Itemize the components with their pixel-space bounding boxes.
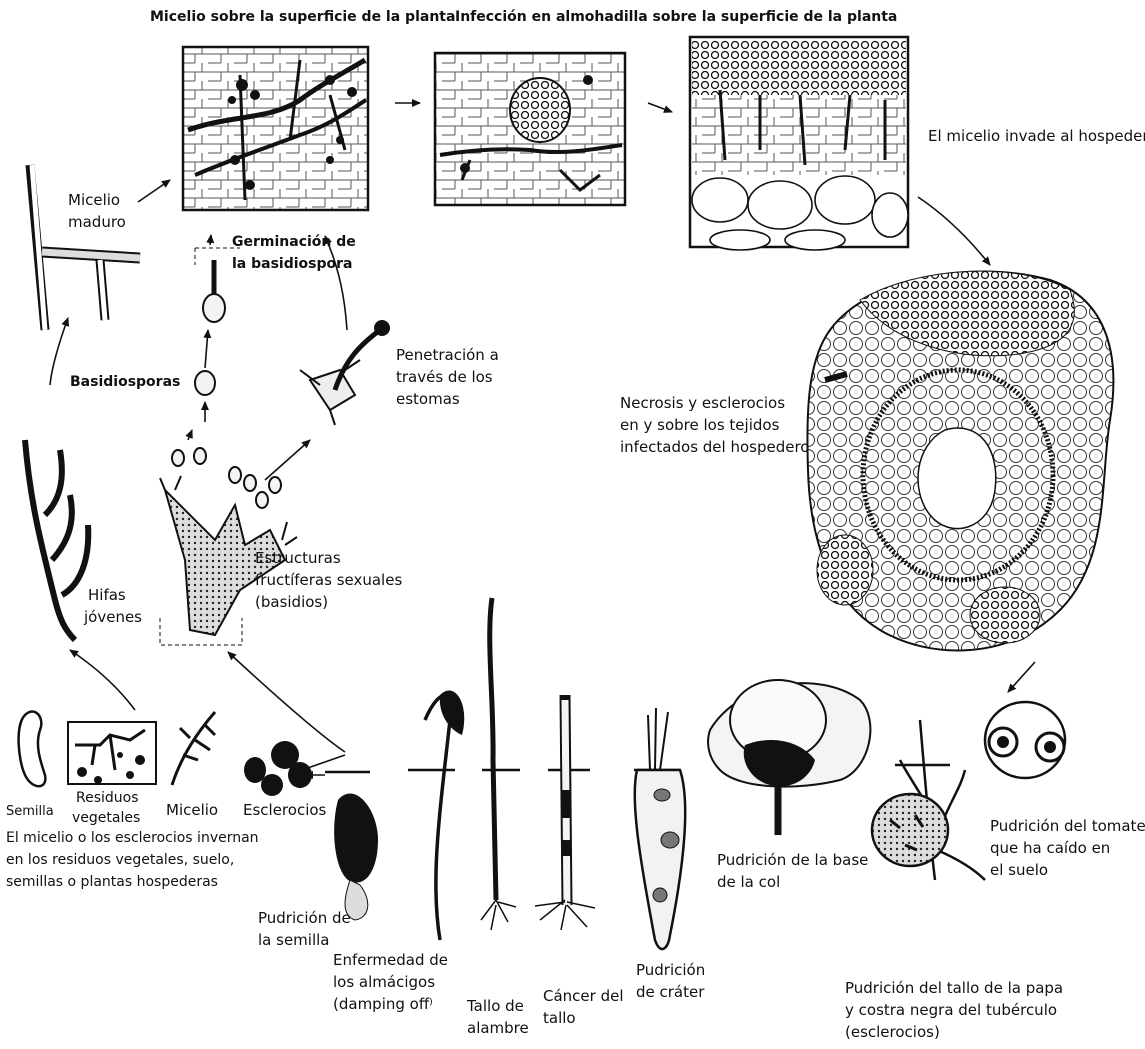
host-invasion-panel — [690, 37, 908, 250]
sclerotia-drawing — [244, 741, 312, 796]
label-damping-off-3: (damping off⁾ — [333, 994, 433, 1014]
label-tomato-rot-3: el suelo — [990, 860, 1048, 880]
label-stem-canker-2: tallo — [543, 1008, 576, 1028]
label-seed-rot-2: la semilla — [258, 930, 329, 950]
label-stem-canker-1: Cáncer del — [543, 986, 624, 1006]
label-basidiospores: Basidiosporas — [70, 372, 180, 392]
label-tomato-rot-1: Pudrición del tomate — [990, 816, 1145, 836]
label-necrosis-3: infectados del hospedero — [620, 437, 810, 457]
label-penetration-2: través de los — [396, 367, 493, 387]
label-plant-residue-2: vegetales — [72, 808, 140, 828]
stem-cross-section — [807, 271, 1113, 650]
label-sclerotia: Esclerocios — [243, 800, 326, 820]
stem-canker-drawing — [535, 695, 595, 930]
seed-drawing — [19, 711, 46, 786]
label-penetration-3: estomas — [396, 389, 460, 409]
seed-rot-drawing — [334, 794, 378, 920]
wire-stem-drawing — [481, 598, 516, 930]
label-seed: Semilla — [6, 802, 54, 822]
label-damping-off-1: Enfermedad de — [333, 950, 448, 970]
label-crater-rot-2: de cráter — [636, 982, 704, 1002]
label-mature-mycelium-2: maduro — [68, 212, 126, 232]
potato-rot-drawing — [872, 720, 985, 880]
label-germination-1: Germinación de — [232, 232, 356, 252]
stoma-penetration-drawing — [300, 320, 390, 425]
infection-pad-panel — [435, 53, 625, 205]
label-necrosis-2: en y sobre los tejidos — [620, 415, 779, 435]
damping-off-drawing — [425, 691, 464, 940]
label-damping-off-2: los almácigos — [333, 972, 435, 992]
title-infection-pad: Infección en almohadilla sobre la superf… — [455, 7, 897, 27]
label-seed-rot-1: Pudrición de — [258, 908, 351, 928]
label-potato-rot-1: Pudrición del tallo de la papa — [845, 978, 1063, 998]
label-germination-2: la basidiospora — [232, 254, 352, 274]
label-wire-stem-1: Tallo de — [467, 996, 524, 1016]
label-penetration-1: Penetración a — [396, 345, 499, 365]
label-invades-host: El micelio invade al hospedero — [928, 126, 1145, 146]
label-overwinter-1: El micelio o los esclerocios invernan — [6, 828, 259, 848]
plant-residue-drawing — [68, 722, 156, 784]
mycelium-surface-panel — [183, 47, 368, 210]
label-crater-rot-1: Pudrición — [636, 960, 705, 980]
label-cabbage-rot-1: Pudrición de la base — [717, 850, 868, 870]
label-mycelium: Micelio — [166, 800, 218, 820]
label-potato-rot-2: y costra negra del tubérculo — [845, 1000, 1057, 1020]
crater-rot-drawing — [635, 708, 685, 949]
basidiospore-drawing — [172, 260, 281, 508]
cabbage-rot-drawing — [708, 680, 870, 835]
tomato-rot-drawing — [985, 702, 1065, 778]
label-potato-rot-3: (esclerocios) — [845, 1022, 940, 1042]
label-young-hyphae-2: jóvenes — [84, 607, 142, 627]
label-tomato-rot-2: que ha caído en — [990, 838, 1110, 858]
label-fruiting-1: Estructuras — [255, 548, 341, 568]
label-cabbage-rot-2: de la col — [717, 872, 780, 892]
label-fruiting-3: (basidios) — [255, 592, 328, 612]
label-mature-mycelium-1: Micelio — [68, 190, 120, 210]
label-young-hyphae-1: Hifas — [88, 585, 126, 605]
young-hyphae-drawing — [25, 440, 88, 640]
label-plant-residue-1: Residuos — [76, 788, 139, 808]
label-fruiting-2: fructíferas sexuales — [255, 570, 402, 590]
label-overwinter-2: en los residuos vegetales, suelo, — [6, 850, 234, 870]
label-wire-stem-2: alambre — [467, 1018, 529, 1038]
label-overwinter-3: semillas o plantas hospederas — [6, 872, 218, 892]
title-mycelium-surface: Micelio sobre la superficie de la planta — [150, 7, 455, 27]
mycelium-small-drawing — [172, 712, 215, 785]
label-necrosis-1: Necrosis y esclerocios — [620, 393, 785, 413]
